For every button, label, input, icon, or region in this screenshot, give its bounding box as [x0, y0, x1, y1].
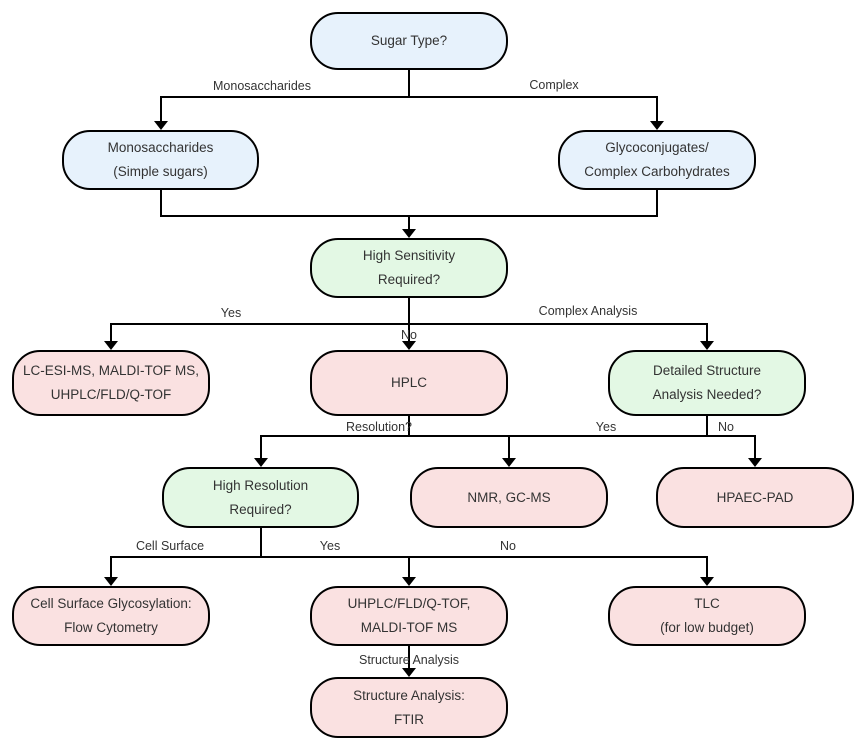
- node-uhplc-maldi: UHPLC/FLD/Q-TOF, MALDI-TOF MS: [310, 586, 508, 646]
- edge-line-v: [754, 435, 756, 458]
- edge-label-no-resolution: No: [500, 539, 516, 553]
- node-hplc: HPLC: [310, 350, 508, 416]
- edge-label-yes-detailed: Yes: [595, 420, 617, 434]
- edge-label-complex-analysis: Complex Analysis: [538, 304, 638, 318]
- arrowhead-icon: [104, 341, 118, 350]
- node-ms-methods-label: LC-ESI-MS, MALDI-TOF MS, UHPLC/FLD/Q-TOF: [22, 363, 199, 402]
- edge-line-v: [656, 190, 658, 217]
- edge-line-v: [408, 323, 410, 341]
- arrowhead-icon: [700, 341, 714, 350]
- node-nmr-gcms-label: NMR, GC-MS: [467, 489, 551, 505]
- arrowhead-icon: [402, 229, 416, 238]
- arrowhead-icon: [748, 458, 762, 467]
- edge-line-v: [408, 215, 410, 230]
- node-glycoconjugates: Glycoconjugates/ Complex Carbohydrates: [558, 130, 756, 190]
- arrowhead-icon: [700, 577, 714, 586]
- edge-label-monosaccharides: Monosaccharides: [213, 79, 311, 93]
- node-hpaec-pad: HPAEC-PAD: [656, 467, 854, 528]
- arrowhead-icon: [402, 341, 416, 350]
- edge-line-v: [656, 96, 658, 121]
- node-detailed-structure: Detailed Structure Analysis Needed?: [608, 350, 806, 416]
- node-high-resolution: High Resolution Required?: [162, 467, 359, 528]
- node-high-sensitivity-label: High Sensitivity Required?: [362, 248, 456, 287]
- node-cell-surface: Cell Surface Glycosylation: Flow Cytomet…: [12, 586, 210, 646]
- node-ftir-label: Structure Analysis: FTIR: [353, 687, 465, 727]
- node-hpaec-pad-label: HPAEC-PAD: [716, 489, 794, 505]
- edge-line-v: [408, 70, 410, 97]
- arrowhead-icon: [402, 577, 416, 586]
- edge-label-no-detailed: No: [718, 420, 734, 434]
- edge-line-v: [110, 556, 112, 577]
- edge-label-yes-resolution: Yes: [319, 539, 341, 553]
- edge-label-resolution: Resolution?: [345, 420, 413, 434]
- edge-line-v: [408, 556, 410, 577]
- node-tlc-label: TLC (for low budget): [660, 596, 754, 635]
- edge-line-v: [110, 323, 112, 341]
- edge-line-v: [160, 190, 162, 217]
- node-sugar-type-label: Sugar Type?: [370, 33, 448, 48]
- arrowhead-icon: [154, 121, 168, 130]
- node-high-resolution-label: High Resolution Required?: [212, 477, 309, 517]
- edge-label-structure-analysis: Structure Analysis: [358, 653, 460, 667]
- node-ftir: Structure Analysis: FTIR: [310, 677, 508, 738]
- edge-line-v: [408, 298, 410, 325]
- node-tlc: TLC (for low budget): [608, 586, 806, 646]
- edge-line-h: [160, 96, 658, 98]
- arrowhead-icon: [402, 668, 416, 677]
- edge-line-v: [706, 556, 708, 577]
- edge-line-v: [260, 435, 262, 458]
- node-cell-surface-label: Cell Surface Glycosylation: Flow Cytomet…: [30, 596, 192, 635]
- node-nmr-gcms: NMR, GC-MS: [410, 467, 608, 528]
- node-hplc-label: HPLC: [390, 375, 427, 390]
- arrowhead-icon: [650, 121, 664, 130]
- edge-line-v: [408, 646, 410, 668]
- node-ms-methods: LC-ESI-MS, MALDI-TOF MS, UHPLC/FLD/Q-TOF: [12, 350, 210, 416]
- edge-line-v: [260, 528, 262, 558]
- edge-label-complex: Complex: [529, 78, 579, 92]
- edge-line-v: [160, 96, 162, 121]
- node-high-sensitivity: High Sensitivity Required?: [310, 238, 508, 298]
- edge-label-cell-surface: Cell Surface: [135, 539, 205, 553]
- edge-line-v: [706, 323, 708, 341]
- node-monosaccharides-label: Monosaccharides (Simple sugars): [107, 140, 214, 179]
- edge-label-no-sensitivity: No: [401, 328, 417, 342]
- node-sugar-type: Sugar Type?: [310, 12, 508, 70]
- arrowhead-icon: [502, 458, 516, 467]
- edge-line-v: [508, 435, 510, 458]
- node-monosaccharides: Monosaccharides (Simple sugars): [62, 130, 259, 190]
- edge-line-v: [408, 416, 410, 437]
- edge-label-yes-sensitivity: Yes: [220, 306, 242, 320]
- arrowhead-icon: [104, 577, 118, 586]
- edge-line-v: [706, 416, 708, 437]
- arrowhead-icon: [254, 458, 268, 467]
- node-detailed-structure-label: Detailed Structure Analysis Needed?: [652, 363, 762, 402]
- node-glycoconjugates-label: Glycoconjugates/ Complex Carbohydrates: [584, 140, 730, 179]
- node-uhplc-maldi-label: UHPLC/FLD/Q-TOF, MALDI-TOF MS: [347, 596, 471, 635]
